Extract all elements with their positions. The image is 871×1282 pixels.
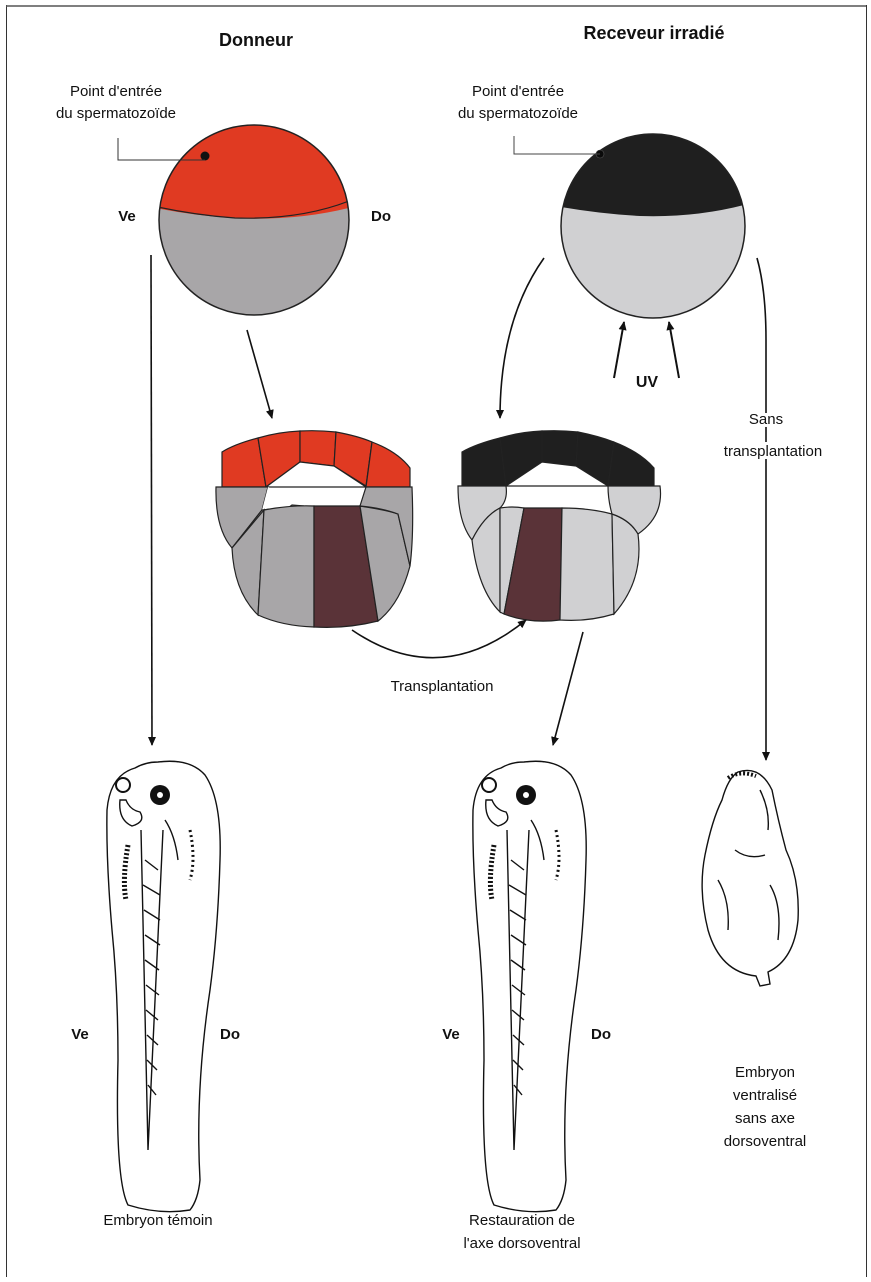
donor-header: Donneur [219, 30, 293, 50]
donor-egg-dorsal-label: Do [371, 208, 391, 225]
recipient-header: Receveur irradié [583, 23, 724, 43]
side-path-label-2: transplantation [724, 443, 822, 460]
donor-egg [150, 125, 360, 315]
control-ventral-label: Ve [71, 1026, 89, 1043]
donor-blastula [216, 431, 413, 628]
uv-arrow-right [669, 322, 679, 378]
ventralized-caption-4: dorsoventral [724, 1133, 807, 1150]
donor-to-blastula-arrow [247, 330, 272, 418]
uv-label: UV [636, 374, 659, 391]
donor-egg-ventral-label: Ve [118, 208, 136, 225]
transplant-arrow [352, 620, 526, 658]
restored-dorsal-label: Do [591, 1026, 611, 1043]
recipient-entry-label-2: du spermatozoïde [458, 105, 578, 122]
donor-control-arrow [151, 255, 152, 745]
recipient-entry-label-1: Point d'entrée [472, 83, 564, 100]
recipient-entry-pointer [514, 136, 600, 154]
donor-entry-label-2: du spermatozoïde [56, 105, 176, 122]
restored-tadpole [473, 761, 586, 1211]
uv-arrow-left [614, 322, 624, 378]
sperm-entry-point-dot [201, 152, 210, 161]
transplantation-label: Transplantation [391, 678, 494, 695]
restored-caption-1: Restauration de [469, 1212, 575, 1229]
side-path-label-1: Sans [749, 411, 783, 428]
control-caption: Embryon témoin [103, 1212, 212, 1229]
recipient-side-arrow [757, 258, 766, 760]
recipient-egg [555, 130, 755, 318]
restored-ventral-label: Ve [442, 1026, 460, 1043]
ventralized-embryo [702, 770, 798, 986]
control-tadpole [107, 761, 220, 1211]
restored-caption-2: l'axe dorsoventral [463, 1235, 580, 1252]
ventralized-caption-3: sans axe [735, 1110, 795, 1127]
ventralized-caption-2: ventralisé [733, 1087, 797, 1104]
restored-embryo-arrow [553, 632, 583, 745]
donor-entry-label-1: Point d'entrée [70, 83, 162, 100]
recipient-to-blastula-arrow [500, 258, 544, 418]
control-dorsal-label: Do [220, 1026, 240, 1043]
ventralized-caption-1: Embryon [735, 1064, 795, 1081]
recipient-blastula [458, 431, 661, 621]
